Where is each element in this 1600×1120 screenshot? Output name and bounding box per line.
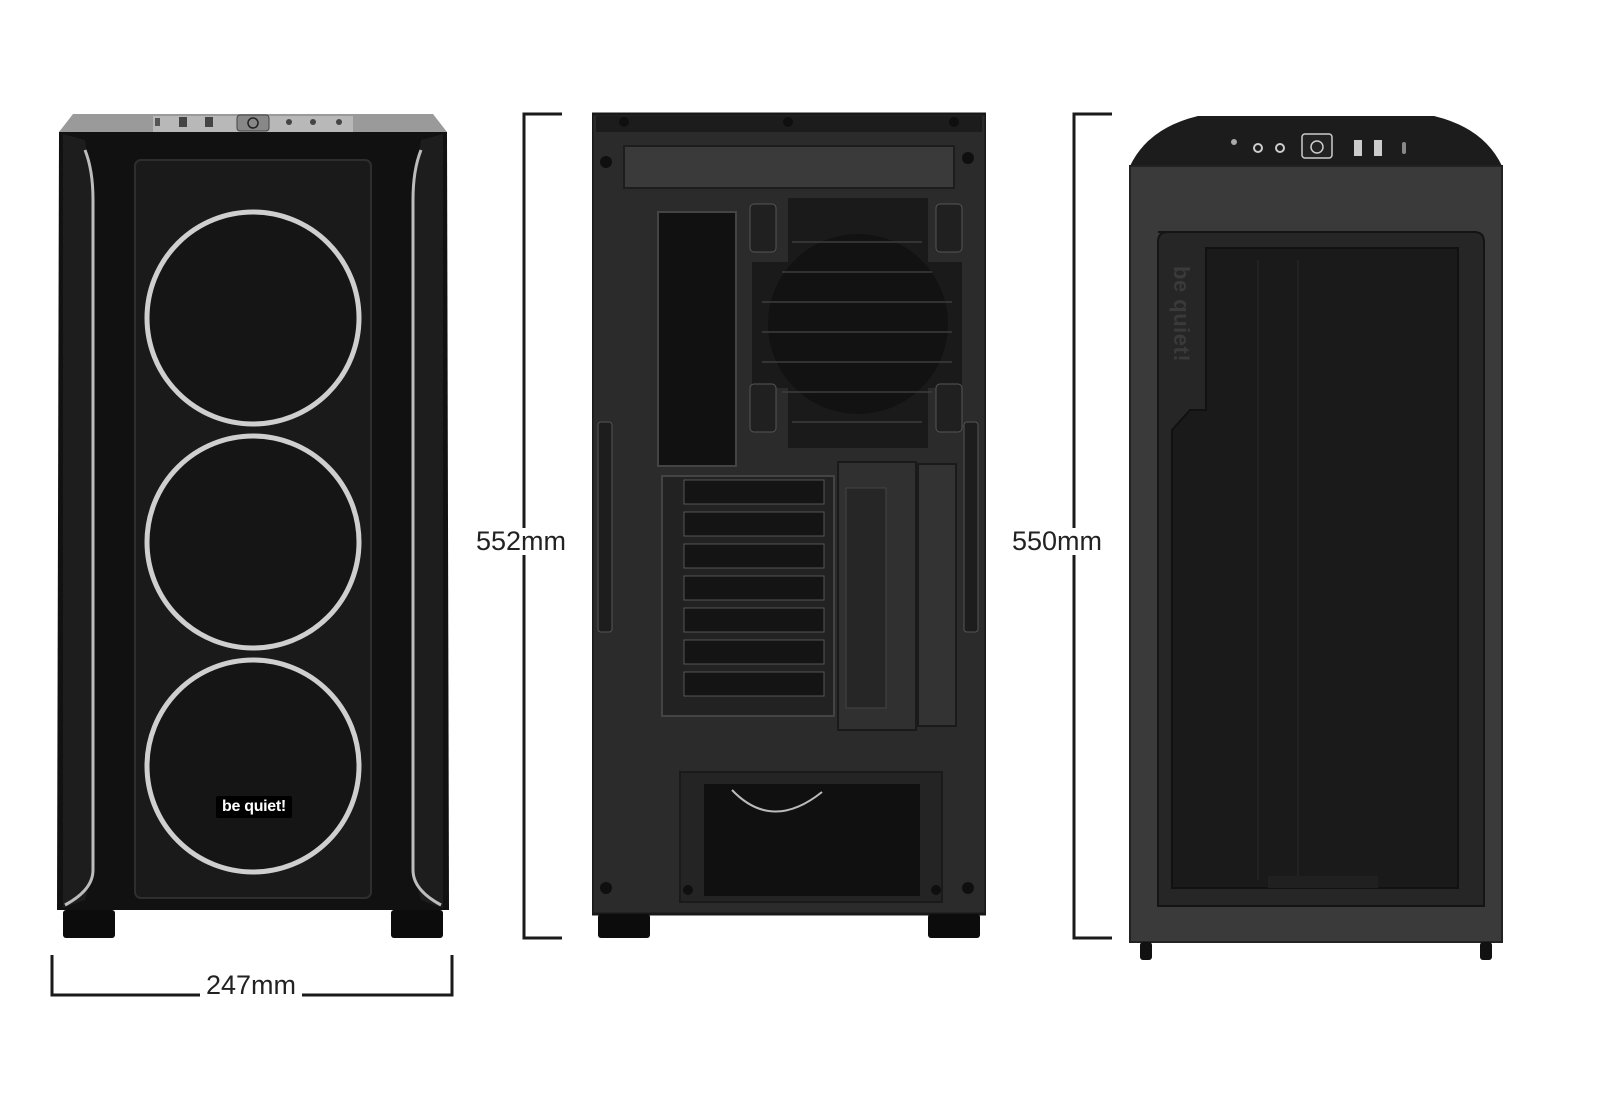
front-view: be quiet! [55, 110, 451, 942]
case-front-view-icon [57, 114, 449, 938]
width-dimension-label: 247mm [200, 972, 303, 999]
case-rear-view-icon [590, 112, 988, 938]
height-rear-dimension-label: 552mm [470, 528, 573, 555]
height-side-dimension-label: 550mm [1006, 528, 1109, 555]
rear-view [590, 112, 988, 942]
height-rear-bracket [522, 112, 562, 940]
case-side-view-icon [1129, 116, 1503, 960]
side-view: be quiet! [1128, 110, 1504, 962]
side-logo: be quiet! [1169, 266, 1194, 363]
front-logo: be quiet! [216, 796, 292, 818]
height-side-bracket [1072, 112, 1112, 940]
